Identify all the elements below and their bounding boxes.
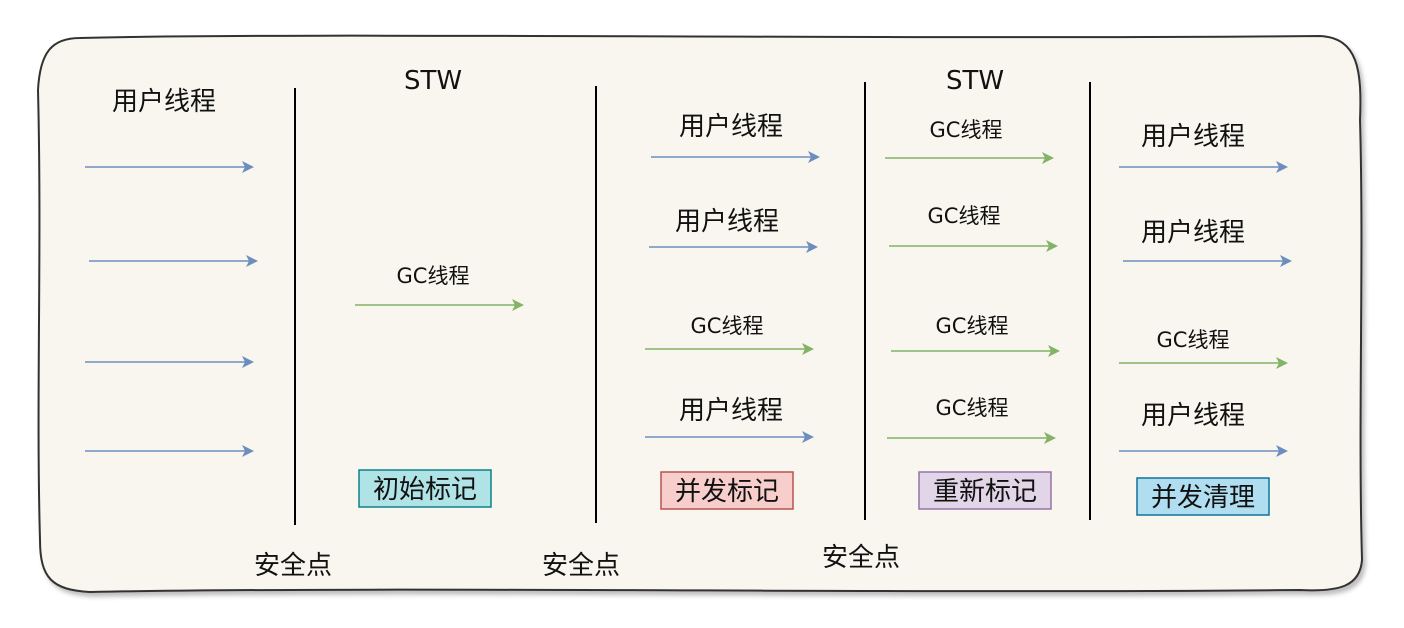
phase-box-initial-mark [358,469,492,508]
user-thread-label: 用户线程 [1141,218,1245,248]
gc-thread-label: GC线程 [691,314,764,338]
stw-label: STW [404,66,462,96]
user-thread-label: 用户线程 [1141,401,1245,431]
safepoint-label: 安全点 [542,551,620,581]
safepoint-label: 安全点 [822,543,900,573]
phase-label-concurrent-sweep: 并发清理 [1151,483,1255,513]
phase-label-remark: 重新标记 [933,477,1037,507]
phase-box-remark [918,471,1052,510]
user-thread-label: 用户线程 [1141,122,1245,152]
gc-thread-label: GC线程 [928,204,1001,228]
user-thread-label: 用户线程 [679,112,783,142]
phase-box-concurrent-mark [660,471,794,510]
user-thread-label: 用户线程 [675,207,779,237]
gc-thread-label: GC线程 [936,396,1009,420]
user-thread-label: 用户线程 [679,396,783,426]
phase-box-concurrent-sweep [1136,477,1270,516]
gc-thread-label: GC线程 [397,264,470,288]
gc-thread-label: GC线程 [1157,328,1230,352]
safepoint-label: 安全点 [254,551,332,581]
diagram-container [36,34,1364,594]
column-header-user-thread: 用户线程 [112,87,216,117]
gc-thread-label: GC线程 [936,314,1009,338]
stw-label: STW [946,66,1004,96]
phase-label-initial-mark: 初始标记 [373,475,477,505]
gc-thread-label: GC线程 [930,118,1003,142]
phase-label-concurrent-mark: 并发标记 [675,477,779,507]
